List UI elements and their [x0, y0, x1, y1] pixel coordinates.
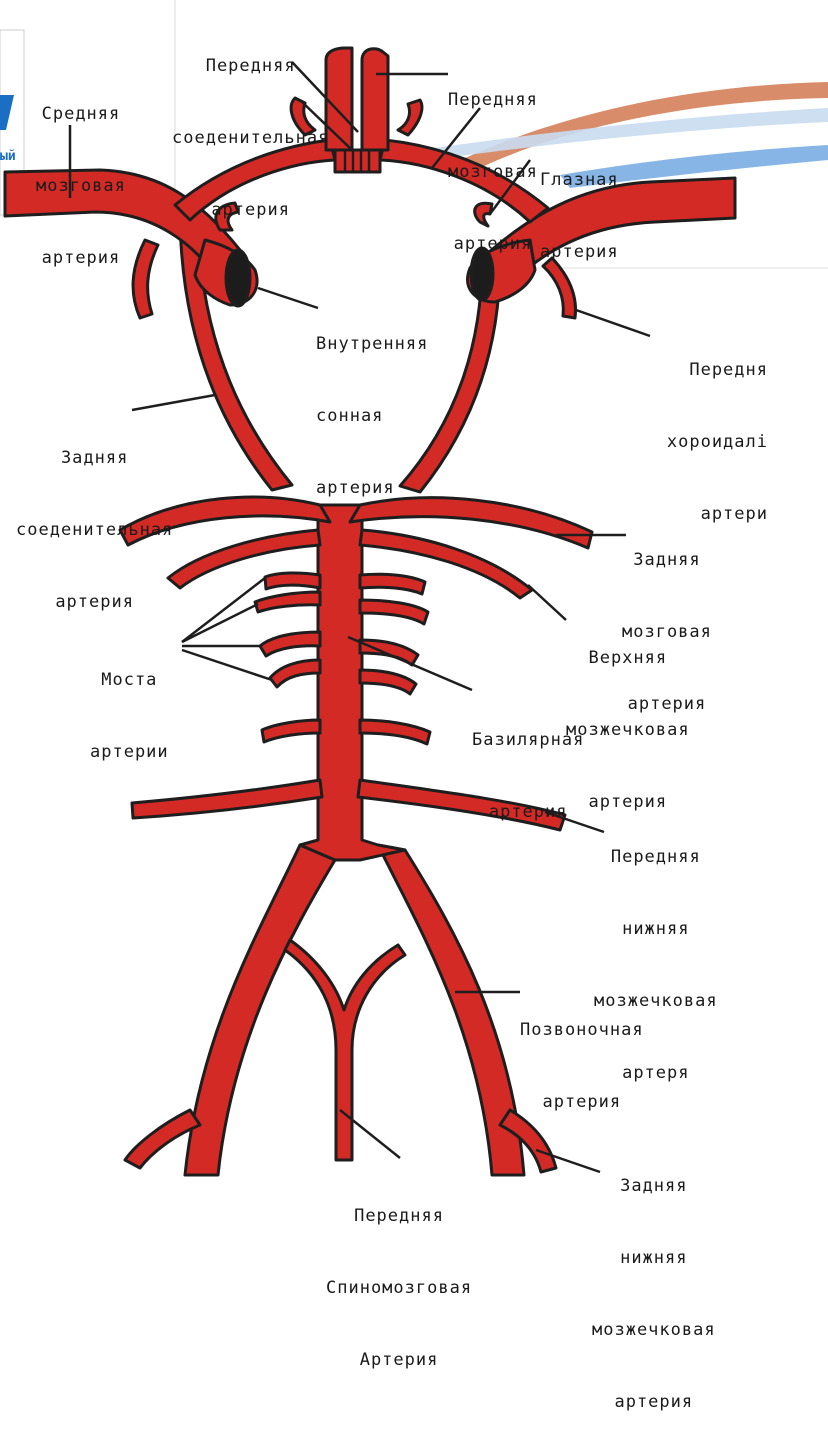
label-line: сонная — [316, 404, 428, 428]
label-line: Передняя — [594, 845, 718, 869]
anterior-communicating-artery — [335, 150, 380, 172]
label-line: Передняя — [172, 54, 329, 78]
label-line: Задняя — [622, 548, 712, 572]
leader-pontine-4 — [182, 650, 272, 680]
circle-of-willis-diagram: ый Передняя соеденительная артерия Перед… — [0, 0, 828, 1228]
pontine-right-1 — [360, 574, 425, 594]
pontine-right-2 — [360, 600, 428, 624]
label-basilar: Базилярная артерия — [472, 680, 584, 848]
label-line: Артерия — [326, 1348, 472, 1372]
label-posterior-communicating: Задняя соеденительная артерия — [16, 398, 173, 638]
label-internal-carotid: Внутренняя сонная артерия — [316, 284, 428, 524]
leader-internal-carotid — [258, 288, 318, 308]
label-ophthalmic: Глазная артерия — [540, 120, 619, 288]
label-line: артерия — [36, 246, 126, 270]
pontine-left-1 — [265, 573, 320, 589]
label-line: Средняя — [36, 102, 126, 126]
label-line: Моста — [90, 668, 169, 692]
anterior-spinal-artery — [285, 940, 405, 1160]
pontine-right-3 — [360, 640, 418, 665]
label-line: Позвоночная — [520, 1018, 644, 1042]
label-anterior-spinal: Передняя Спиномозговая Артерия — [326, 1156, 472, 1396]
label-line: Базилярная — [472, 728, 584, 752]
label-line: Передняя — [326, 1204, 472, 1228]
label-line: соеденительная — [16, 518, 173, 542]
label-line: Верхняя — [566, 646, 690, 670]
pontine-left-3 — [260, 632, 320, 656]
aca-a2-left — [326, 48, 352, 150]
pontine-left-5 — [262, 720, 320, 742]
label-line: артерия — [172, 198, 329, 222]
label-line: артерия — [16, 590, 173, 614]
label-line: соеденительная — [172, 126, 329, 150]
label-middle-cerebral: Средняя мозговая артерия — [36, 54, 126, 294]
mca-left-branch — [133, 240, 158, 318]
leader-superior-cerebellar — [528, 585, 566, 620]
label-anterior-communicating: Передняя соеденительная артерия — [172, 6, 329, 246]
label-anterior-cerebral: Передняя мозговая артерия — [448, 40, 538, 280]
label-line: Передняя — [448, 88, 538, 112]
label-line: артерия — [472, 800, 584, 824]
pontine-left-2 — [255, 592, 320, 612]
label-line: артерия — [448, 232, 538, 256]
vertebral-artery-left — [185, 845, 335, 1175]
label-line: Внутренняя — [316, 332, 428, 356]
label-line: артерия — [540, 240, 619, 264]
label-line: нижняя — [592, 1246, 716, 1270]
label-line: Задняя — [592, 1174, 716, 1198]
label-vertebral: Позвоночная артерия — [520, 970, 644, 1138]
label-line: мозжечковая — [592, 1318, 716, 1342]
aca-a2-right — [362, 49, 388, 150]
label-line: артерия — [316, 476, 428, 500]
label-line: мозговая — [448, 160, 538, 184]
internal-carotid-left-lumen — [226, 250, 250, 306]
leader-anterior-choroidal — [576, 310, 650, 336]
label-line: Задняя — [16, 446, 173, 470]
label-line: артерия — [520, 1090, 644, 1114]
label-line: артерии — [90, 740, 169, 764]
label-line: Глазная — [540, 168, 619, 192]
label-posterior-inferior-cerebellar: Задняя нижняя мозжечковая артерия — [592, 1126, 716, 1438]
aca-branch-right — [398, 100, 422, 135]
label-pontine: Моста артерии — [90, 620, 169, 788]
label-line: мозговая — [36, 174, 126, 198]
label-line: мозжечковая — [566, 718, 690, 742]
label-line: хороидалі — [650, 430, 768, 454]
label-line: нижняя — [594, 917, 718, 941]
pontine-right-4 — [360, 670, 416, 694]
pontine-right-5 — [360, 720, 430, 744]
pontine-left-4 — [270, 660, 320, 687]
label-line: артерия — [592, 1390, 716, 1414]
label-line: Передня — [650, 358, 768, 382]
leader-pontine-2 — [182, 604, 258, 642]
leader-pontine-1 — [182, 578, 265, 642]
label-line: Спиномозговая — [326, 1276, 472, 1300]
logo-small-text: ый — [0, 150, 16, 163]
